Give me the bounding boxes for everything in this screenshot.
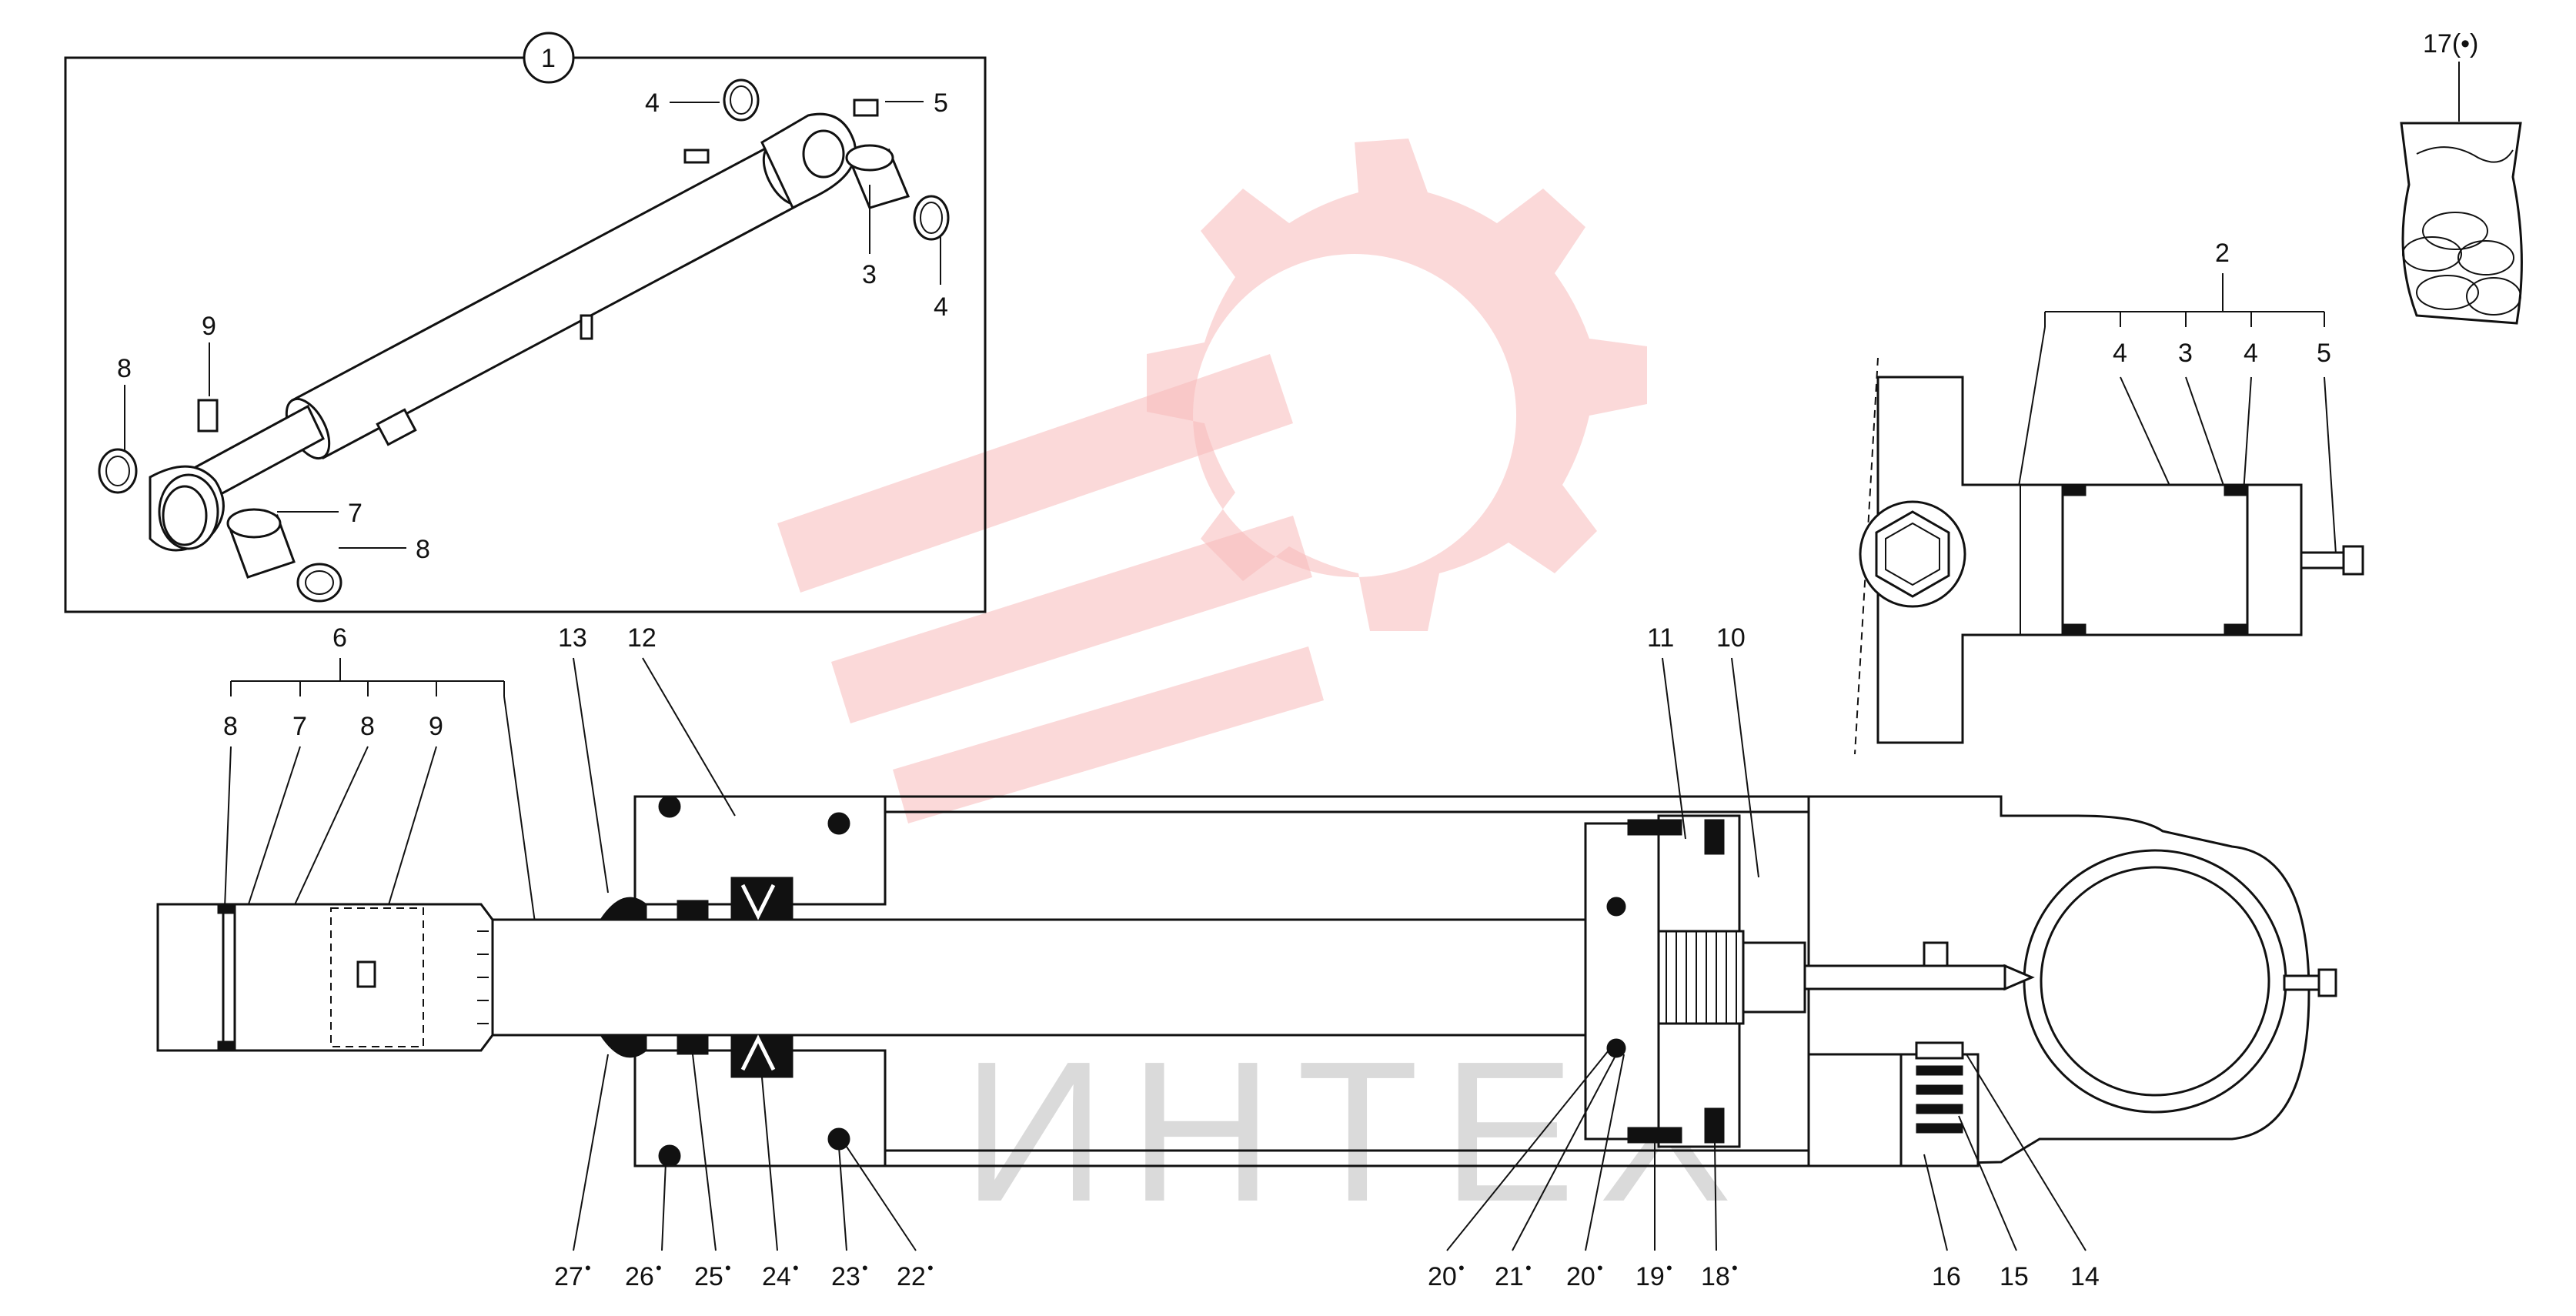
- label-cap-4b: 4: [2244, 339, 2258, 368]
- label-inset-5: 5: [934, 89, 948, 118]
- label-b20b: 20: [1566, 1262, 1595, 1291]
- grease-fitting-5: [853, 99, 879, 117]
- bullet-b27: •: [585, 1258, 591, 1278]
- label-b25: 25: [694, 1262, 723, 1291]
- label-inset-4a: 4: [645, 89, 660, 118]
- bullet-b24: •: [793, 1258, 799, 1278]
- label-inset-4b: 4: [934, 292, 948, 322]
- bullet-b20a: •: [1458, 1258, 1465, 1278]
- label-inset-9: 9: [202, 312, 216, 341]
- label-cap-5: 5: [2317, 339, 2331, 368]
- label-inset-8b: 8: [416, 535, 430, 564]
- cap-end-detail: 2 4 3 4 5: [1854, 239, 2364, 755]
- label-b16: 16: [1932, 1262, 1961, 1291]
- label-cap-4a: 4: [2113, 339, 2127, 368]
- label-b24: 24: [762, 1262, 791, 1291]
- label-rod-8b: 8: [360, 712, 375, 741]
- o-ring-4-top: [723, 78, 760, 122]
- label-b19: 19: [1635, 1262, 1665, 1291]
- label-b21: 21: [1495, 1262, 1524, 1291]
- o-ring-8-left: [98, 448, 138, 494]
- label-n10: 10: [1716, 623, 1746, 653]
- main-cylinder-section: 13 12 11 10 27 • 26 • 25 • 24 • 23 • 22 …: [491, 623, 2337, 1291]
- label-rod-9: 9: [429, 712, 443, 741]
- kit-number-circle: [523, 32, 575, 84]
- label-b20a: 20: [1428, 1262, 1457, 1291]
- label-b27: 27: [554, 1262, 583, 1291]
- label-cap-2: 2: [2215, 239, 2230, 268]
- o-ring-8-bottom: [296, 563, 342, 603]
- rod-end-detail: 6 8 7 8 9: [156, 623, 540, 1052]
- seal-kit-bag: 17(•): [2400, 29, 2523, 325]
- label-rod-7: 7: [292, 712, 307, 741]
- bullet-b20b: •: [1597, 1258, 1603, 1278]
- bottom-callouts: 27 • 26 • 25 • 24 • 23 • 22 • 20 • 21 • …: [554, 1050, 2100, 1291]
- label-cap-3: 3: [2178, 339, 2193, 368]
- label-seal-kit: 17(•): [2423, 29, 2478, 58]
- bullet-b18: •: [1732, 1258, 1738, 1278]
- bullet-b25: •: [725, 1258, 731, 1278]
- bullet-b21: •: [1525, 1258, 1532, 1278]
- watermark-logo: [777, 139, 1647, 823]
- bullet-b22: •: [927, 1258, 934, 1278]
- label-inset-3: 3: [862, 260, 877, 289]
- piston-rod: [491, 918, 1660, 1037]
- label-n12: 12: [627, 623, 657, 653]
- label-b23: 23: [831, 1262, 860, 1291]
- assembly-inset: 1 4 5: [64, 32, 987, 613]
- bullet-b23: •: [862, 1258, 868, 1278]
- label-rod-6: 6: [332, 623, 347, 653]
- label-n11: 11: [1647, 623, 1674, 653]
- label-b15: 15: [2000, 1262, 2029, 1291]
- label-kit-number: 1: [541, 44, 556, 73]
- bullet-b19: •: [1666, 1258, 1672, 1278]
- bullet-b26: •: [656, 1258, 662, 1278]
- label-n13: 13: [558, 623, 587, 653]
- label-rod-8a: 8: [223, 712, 238, 741]
- label-b14: 14: [2070, 1262, 2100, 1291]
- label-inset-7: 7: [348, 499, 363, 528]
- label-b18: 18: [1701, 1262, 1730, 1291]
- label-b22: 22: [897, 1262, 926, 1291]
- label-b26: 26: [625, 1262, 654, 1291]
- label-inset-8a: 8: [117, 354, 132, 383]
- grease-fitting-9: [197, 399, 219, 433]
